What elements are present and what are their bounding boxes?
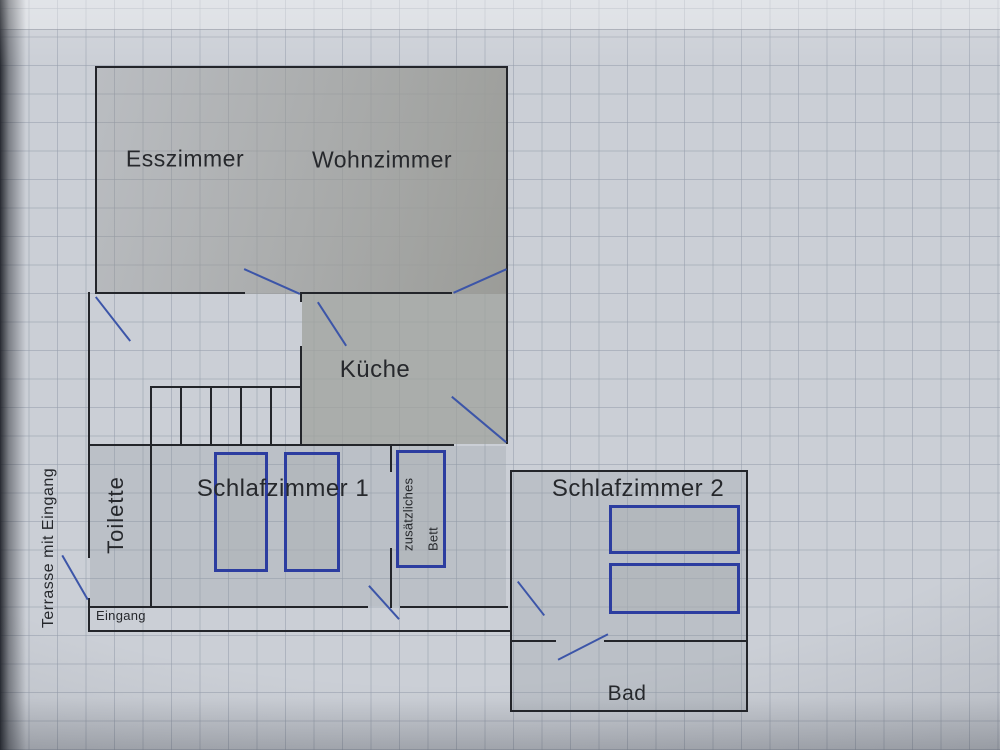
wall-outer-left [88, 292, 90, 558]
bed-1-bedroom1 [214, 452, 268, 572]
stairs [150, 386, 302, 444]
wall-outer-right [506, 294, 508, 444]
room-label-schlafzimmer2: Schlafzimmer 2 [551, 475, 725, 502]
screen-top-band [0, 0, 1000, 30]
bed-2-bedroom2 [609, 563, 740, 614]
room-label-kueche: Küche [339, 356, 411, 383]
wall [88, 444, 454, 446]
wall-bath-divider [604, 640, 748, 642]
wall-bath-bottom [510, 710, 748, 712]
room-label-schlafzimmer1: Schlafzimmer 1 [196, 475, 370, 502]
wall [300, 292, 452, 294]
wall-toilet [150, 444, 152, 606]
wall [95, 292, 245, 294]
wall-niche [390, 444, 392, 472]
bed-extra [396, 450, 446, 568]
room-label-toilette: Toilette [103, 476, 128, 554]
wall-bedroom2-right [746, 470, 748, 712]
wall-entry-top [400, 606, 508, 608]
bed-2-bedroom1 [284, 452, 340, 572]
room-label-wohnzimmer: Wohnzimmer [311, 146, 453, 173]
wall-bath-divider [510, 640, 556, 642]
room-label-bad: Bad [607, 682, 647, 705]
wall-entry-bottom [88, 630, 510, 632]
wall-niche [390, 548, 392, 608]
wall-outer-left [88, 598, 90, 632]
wall-bedroom2-top [510, 470, 748, 472]
room-living-dining [95, 66, 508, 294]
room-label-esszimmer: Esszimmer [125, 145, 245, 172]
door-swing [94, 296, 132, 342]
wall [300, 346, 302, 388]
label-zusaetzliches-bett: zusätzliches Bett [400, 477, 440, 551]
label-eingang: Eingang [96, 608, 146, 623]
photo-left-edge-shadow [0, 0, 26, 750]
wall-bedroom2-left [510, 470, 512, 712]
wall-entry-top [88, 606, 368, 608]
room-kitchen-fill [302, 294, 506, 444]
label-terrasse-mit-eingang: Terrasse mit Eingang [40, 467, 57, 629]
bed-1-bedroom2 [609, 505, 740, 554]
wall [300, 292, 302, 302]
door-swing [61, 554, 89, 601]
